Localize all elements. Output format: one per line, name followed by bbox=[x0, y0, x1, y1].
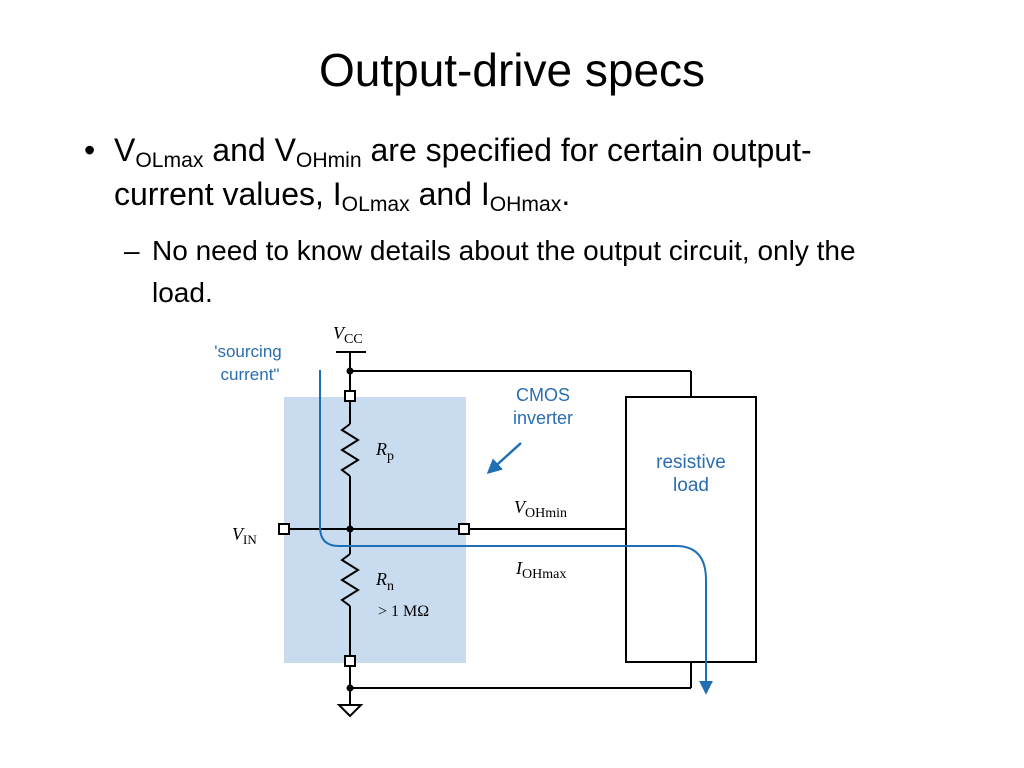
load-label-2: load bbox=[673, 475, 709, 496]
vohmin-label: VOHmin bbox=[514, 497, 567, 521]
vin-label: VIN bbox=[232, 524, 257, 547]
v-olmax: VOLmax bbox=[114, 132, 204, 172]
sourcing-current-label-2: current" bbox=[221, 365, 280, 384]
vin-terminal bbox=[278, 523, 290, 535]
rn-value: > 1 MΩ bbox=[378, 603, 429, 620]
resistive-load-box bbox=[625, 396, 757, 663]
i-ohmax: IOHmax bbox=[480, 176, 562, 216]
sourcing-current-label-1: 'sourcing bbox=[214, 342, 282, 361]
rp-top-terminal bbox=[344, 390, 356, 402]
cmos-label-1: CMOS bbox=[516, 385, 570, 405]
slide-title: Output-drive specs bbox=[318, 44, 706, 96]
circuit-wires bbox=[289, 351, 692, 718]
iohmax-label: IOHmax bbox=[515, 558, 566, 582]
output-terminal bbox=[458, 523, 470, 535]
i-olmax: IOLmax bbox=[332, 176, 410, 216]
sub-bullet-text: No need to know details about the output… bbox=[152, 235, 856, 308]
bullet-mark: • bbox=[84, 132, 96, 168]
bullet-text: VOLmax and VOHmin are specified for cert… bbox=[114, 132, 812, 216]
current-flow-arrow bbox=[319, 370, 713, 695]
dash-mark: – bbox=[124, 235, 140, 266]
junction-dots bbox=[346, 367, 354, 692]
cmos-label-2: inverter bbox=[513, 408, 573, 428]
vcc-label: VCC bbox=[333, 323, 363, 347]
rp-label: Rp bbox=[375, 439, 394, 464]
cmos-pointer-arrow bbox=[486, 442, 522, 475]
rn-label: Rn bbox=[375, 569, 394, 594]
v-ohmin: VOHmin bbox=[274, 132, 362, 172]
terminals bbox=[278, 390, 470, 667]
rn-bottom-terminal bbox=[344, 655, 356, 667]
load-label-1: resistive bbox=[656, 452, 726, 473]
